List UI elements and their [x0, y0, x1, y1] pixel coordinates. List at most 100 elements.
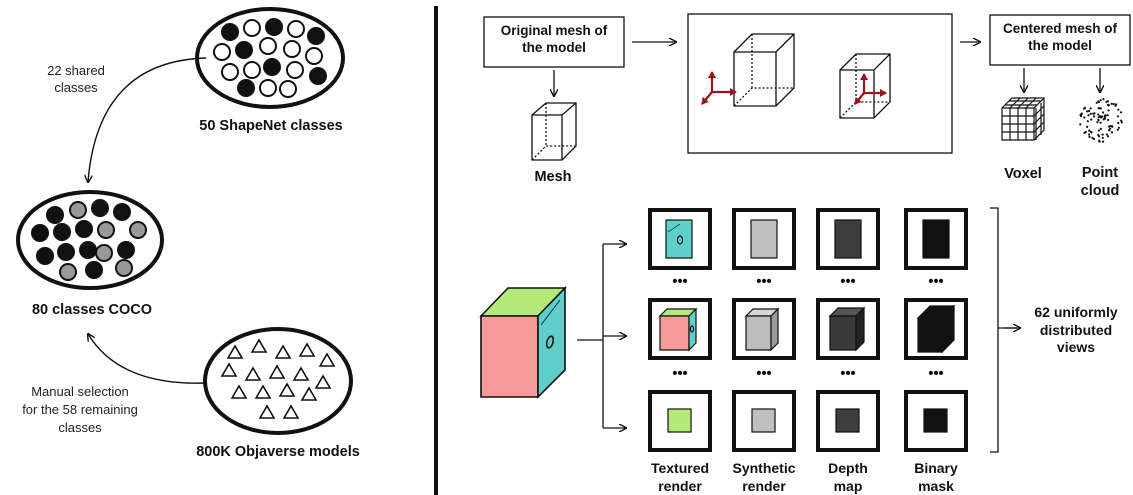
views-label-line1: 62 uniformly: [1034, 304, 1118, 320]
point-cloud-dot: [1089, 112, 1092, 115]
point-cloud-dot: [1120, 121, 1123, 124]
point-cloud-dot: [1083, 116, 1086, 119]
point-cloud-label: Point cloud: [1060, 164, 1133, 200]
column-label-binary: Binary mask: [891, 460, 981, 495]
point-cloud-dot: [1088, 133, 1091, 136]
point-cloud-dot: [1083, 106, 1087, 109]
ellipsis: •••: [840, 366, 856, 382]
colored-cube-icon: [479, 286, 567, 399]
point-cloud-dot: [1101, 140, 1105, 143]
point-cloud-dot: [1098, 140, 1101, 143]
manual-note-line1: Manual selection: [31, 384, 129, 399]
point-cloud-dot: [1083, 131, 1086, 134]
point-cloud-dot: [1102, 111, 1105, 114]
column-label-line: Textured: [650, 460, 710, 476]
point-cloud-dot: [1097, 118, 1100, 121]
column-label-line: Depth: [828, 460, 868, 476]
point-cloud-dot: [1096, 121, 1099, 124]
point-cloud-dot: [1087, 114, 1090, 117]
centered-mesh-box: [989, 14, 1131, 66]
column-label-textured: Textured render: [635, 460, 725, 495]
point-cloud-dot: [1086, 125, 1089, 128]
views-label: 62 uniformly distributed views: [1022, 304, 1130, 357]
ellipsis: •••: [672, 274, 688, 290]
axis-icon-2: [854, 73, 887, 105]
point-cloud-dot: [1099, 99, 1102, 102]
point-cloud-dot: [1105, 100, 1108, 103]
manual-note-line2: for the 58 remaining: [22, 402, 138, 417]
point-cloud-dot: [1109, 125, 1112, 128]
point-cloud-icon: [1079, 98, 1123, 143]
point-cloud-dot: [1089, 130, 1092, 133]
point-cloud-dot: [1117, 108, 1120, 111]
ellipsis: •••: [928, 366, 944, 382]
original-mesh-label: Original mesh of the model: [484, 23, 624, 57]
point-cloud-dot: [1116, 115, 1120, 118]
point-cloud-dot: [1079, 114, 1082, 117]
point-cloud-dot: [1120, 119, 1123, 122]
point-cloud-dot: [1090, 118, 1093, 121]
axis-icon-1: [701, 71, 737, 105]
column-label-line: render: [742, 477, 786, 494]
point-cloud-dot: [1114, 104, 1117, 107]
render-row-angled: [658, 304, 956, 354]
centered-mesh-label: Centered mesh of the model: [990, 21, 1130, 55]
shared-note-line1: 22 shared: [47, 63, 105, 78]
column-label-synthetic: Synthetic render: [719, 460, 809, 495]
centering-box: [687, 13, 953, 154]
point-cloud-dot: [1119, 111, 1123, 114]
point-cloud-dot: [1093, 115, 1096, 118]
point-cloud-dot: [1103, 117, 1106, 120]
point-cloud-dot: [1079, 123, 1082, 126]
voxel-label: Voxel: [1004, 166, 1042, 182]
voxel-icon: [1001, 97, 1045, 141]
ellipsis: •••: [928, 274, 944, 290]
original-mesh-box: [483, 16, 625, 68]
ellipsis: •••: [756, 274, 772, 290]
point-cloud-dot: [1110, 102, 1113, 105]
point-cloud-dot: [1097, 100, 1100, 103]
point-cloud-dot: [1117, 126, 1120, 129]
ellipsis: •••: [756, 366, 772, 382]
ellipsis: •••: [840, 274, 856, 290]
cube-offset-icon: [733, 33, 795, 107]
point-cloud-dot: [1095, 101, 1098, 104]
branch-arrows: [577, 244, 626, 428]
column-label-depth: Depth map: [803, 460, 893, 495]
coco-label: 80 classes COCO: [31, 302, 153, 318]
original-mesh-label-line2: the model: [522, 39, 586, 55]
original-mesh-label-line1: Original mesh of: [500, 23, 608, 38]
views-bracket: [990, 207, 1018, 453]
point-cloud-dot: [1086, 120, 1089, 123]
render-row-side: [665, 219, 950, 259]
ellipsis: •••: [672, 366, 688, 382]
centered-mesh-label-line2: the model: [1028, 37, 1092, 53]
shapenet-label: 50 ShapeNet classes: [199, 118, 343, 134]
point-cloud-dot: [1112, 102, 1115, 106]
views-label-line3: views: [1056, 339, 1096, 355]
point-cloud-label-line2: cloud: [1080, 183, 1120, 200]
column-label-line: Binary: [914, 460, 958, 476]
manual-arrow: [88, 334, 207, 384]
point-cloud-dot: [1107, 104, 1110, 107]
point-cloud-label-line1: Point: [1081, 165, 1119, 181]
column-label-line: map: [833, 477, 863, 494]
point-cloud-dot: [1100, 116, 1103, 119]
point-cloud-dot: [1109, 127, 1112, 130]
point-cloud-dot: [1089, 107, 1092, 110]
point-cloud-dot: [1088, 129, 1091, 132]
coco-ellipse: [16, 190, 164, 290]
shared-arrow: [88, 57, 207, 182]
point-cloud-dot: [1092, 112, 1095, 115]
point-cloud-dot: [1086, 110, 1089, 113]
objaverse-ellipse: [203, 327, 353, 435]
point-cloud-dot: [1102, 98, 1105, 101]
point-cloud-dot: [1101, 133, 1104, 136]
mesh-icon: [531, 102, 577, 161]
point-cloud-dot: [1110, 131, 1114, 134]
point-cloud-dot: [1105, 133, 1108, 136]
point-cloud-dot: [1104, 114, 1107, 117]
point-cloud-dot: [1106, 114, 1109, 117]
